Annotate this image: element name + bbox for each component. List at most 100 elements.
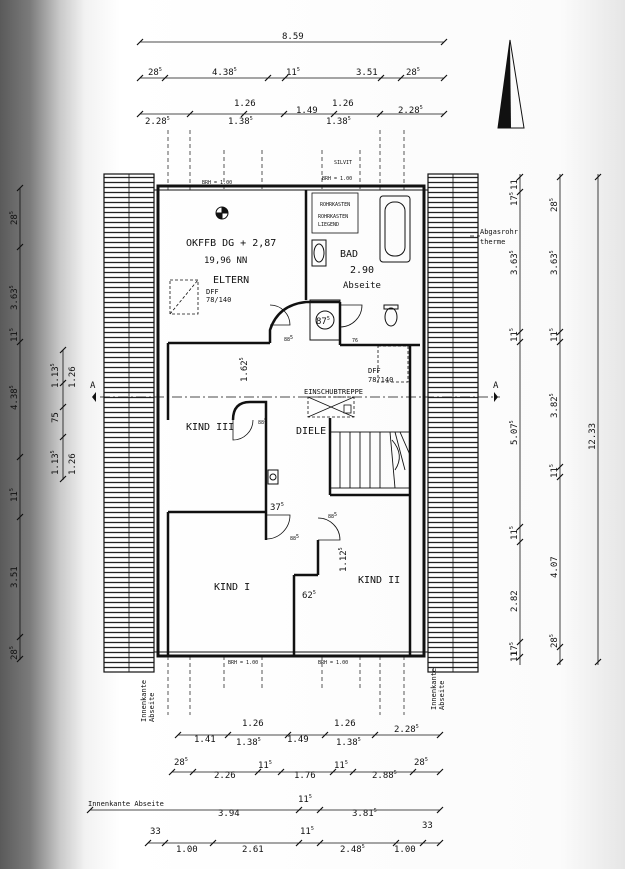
level-info-line1: OKFFB DG + 2,87: [186, 238, 276, 249]
dim-left-inner-1: 75: [51, 412, 61, 423]
dim-left: 2853.6351154.3851153.512851.135751.1351.…: [9, 211, 78, 660]
door-88-b: 885: [258, 418, 267, 426]
guide-lines: [167, 130, 480, 715]
dim-bottom-row4-5: 1.00: [394, 845, 416, 855]
room-label-kind1: KIND I: [214, 582, 250, 593]
dim-bottom-row2-0: 285: [174, 757, 188, 768]
room-label-kind2: KIND II: [358, 575, 400, 586]
roof-slope-right: [427, 173, 479, 673]
dim-left-outer-6: 285: [9, 646, 20, 660]
door-88-a: 885: [284, 335, 293, 343]
dim-right-col1-1: 175: [509, 192, 520, 206]
dim-right-col2-3: 3.825: [549, 393, 560, 418]
section-line: [92, 392, 500, 402]
dim-right-col2-1: 3.635: [549, 250, 560, 275]
roof-window-eltern: [169, 279, 199, 315]
dim-bottom-row4-0: 33: [150, 827, 161, 837]
dim-left-inner-3: 1.26: [68, 366, 78, 388]
room-label-kind3: KIND III: [186, 422, 234, 433]
dim-right-total: 12.33: [588, 423, 598, 450]
dim-left-outer-0: 285: [9, 211, 20, 225]
dim-bottom-row1-bottom-1: 1.385: [236, 737, 261, 748]
dim-bottom-row4-1: 1.00: [176, 845, 198, 855]
brh-top-right: BRH = 1.00: [322, 176, 352, 182]
innenkante-bottom: Innenkante Abseite: [88, 800, 164, 808]
door-88-c: 885: [328, 512, 337, 520]
dim-left-inner-4: 1.26: [68, 453, 78, 475]
dim-bottom-row2-5: 2.885: [372, 770, 397, 781]
dim-right-col1-3: 115: [509, 328, 520, 342]
dim-left-outer-1: 3.635: [9, 285, 20, 310]
dim-left-inner-2: 1.135: [50, 450, 61, 475]
innenkante-right-2: Abseite: [438, 680, 446, 710]
dim-right-col2-5: 4.07: [550, 556, 560, 578]
abgasrohr-label-2: therme: [480, 238, 505, 246]
toilet: [383, 304, 399, 327]
dim-bottom-row2-6: 285: [414, 757, 428, 768]
liegend-label: LIEGEND: [318, 222, 339, 228]
innenkante-left: Innenkante: [140, 680, 148, 722]
brh-bottom-right: BRH = 1.00: [318, 660, 348, 666]
dim-bottom-row1-bottom-2: 1.49: [287, 735, 309, 745]
sink: [311, 239, 327, 267]
staircase: [329, 431, 411, 489]
dim-bottom-row4-4: 2.485: [340, 844, 365, 855]
rohrkasten-label-2: ROHRKASTEN: [318, 214, 348, 220]
dim-top-row3-bottom-0: 2.285: [145, 116, 170, 127]
dim-bottom-row1-top-1: 1.26: [334, 719, 356, 729]
rohrkasten-label-1: ROHRKASTEN: [320, 202, 350, 208]
door-width-87: 875: [316, 316, 330, 327]
dff-eltern-2: 78/140: [206, 296, 231, 304]
dim-top-row2-4: 285: [406, 67, 420, 78]
dim-bottom-row1-top-0: 1.26: [242, 719, 264, 729]
door-76: 76: [352, 338, 358, 344]
room-label-bad: BAD: [340, 249, 358, 260]
silvit-label: SILVIT: [334, 160, 352, 166]
dim-top-row3-bottom-1: 1.385: [228, 116, 253, 127]
innenkante-left-2: Abseite: [148, 692, 156, 722]
chimney: [267, 469, 279, 485]
dim-right-col1-5: 115: [509, 526, 520, 540]
dim-top-row2-3: 3.51: [356, 68, 378, 78]
dim-bottom-row1-bottom-4: 2.285: [394, 724, 419, 735]
north-arrow-icon: [497, 39, 525, 129]
dim-right-col2-6: 285: [549, 634, 560, 648]
dim-bottom-row4-2: 2.61: [242, 845, 264, 855]
dim-inner-112: 1.125: [338, 547, 349, 572]
abseite-label: Abseite: [343, 281, 381, 291]
einschubtreppe-label: EINSCHUBTREPPE: [304, 388, 363, 396]
dim-bottom-row4-6: 33: [422, 821, 433, 831]
dim-inner-37: 375: [270, 502, 284, 513]
dim-left-outer-5: 3.51: [10, 566, 20, 588]
dim-top-row2-2: 115: [286, 67, 300, 78]
dim-left-outer-2: 115: [9, 328, 20, 342]
dim-bottom-row2-3: 1.76: [294, 771, 316, 781]
dim-bottom-row2-4: 115: [334, 760, 348, 771]
dim-right-col1-4: 5.075: [509, 420, 520, 445]
dff-diele-2: 78/140: [368, 376, 393, 384]
shower-tray: [309, 299, 341, 341]
dimension-ticks: [16, 38, 602, 847]
innenkante-right: Innenkante: [430, 668, 438, 710]
dim-right-col1-8: 11: [510, 651, 520, 662]
dim-bottom-row4-3: 115: [300, 826, 314, 837]
bathtub: [379, 195, 411, 263]
attic-ladder-hatch: [307, 396, 355, 418]
dim-top-row3-bottom-2: 1.49: [296, 106, 318, 116]
dim-right-col2-0: 285: [549, 198, 560, 212]
dim-right-col1-6: 2.82: [510, 590, 520, 612]
dim-left-outer-3: 4.385: [9, 385, 20, 410]
brh-bottom-left: BRH = 1.00: [228, 660, 258, 666]
dff-eltern-1: DFF: [206, 288, 219, 296]
room-label-diele: DIELE: [296, 426, 326, 437]
dim-right-col1-7: 175: [509, 642, 520, 656]
dim-top-row2-0: 285: [148, 67, 162, 78]
dim-top-row3-top-1: 1.26: [332, 99, 354, 109]
dim-top-row2-1: 4.385: [212, 67, 237, 78]
dim-bottom-row1-bottom-0: 1.41: [194, 735, 216, 745]
dim-right-col1-0: 11: [510, 179, 520, 190]
